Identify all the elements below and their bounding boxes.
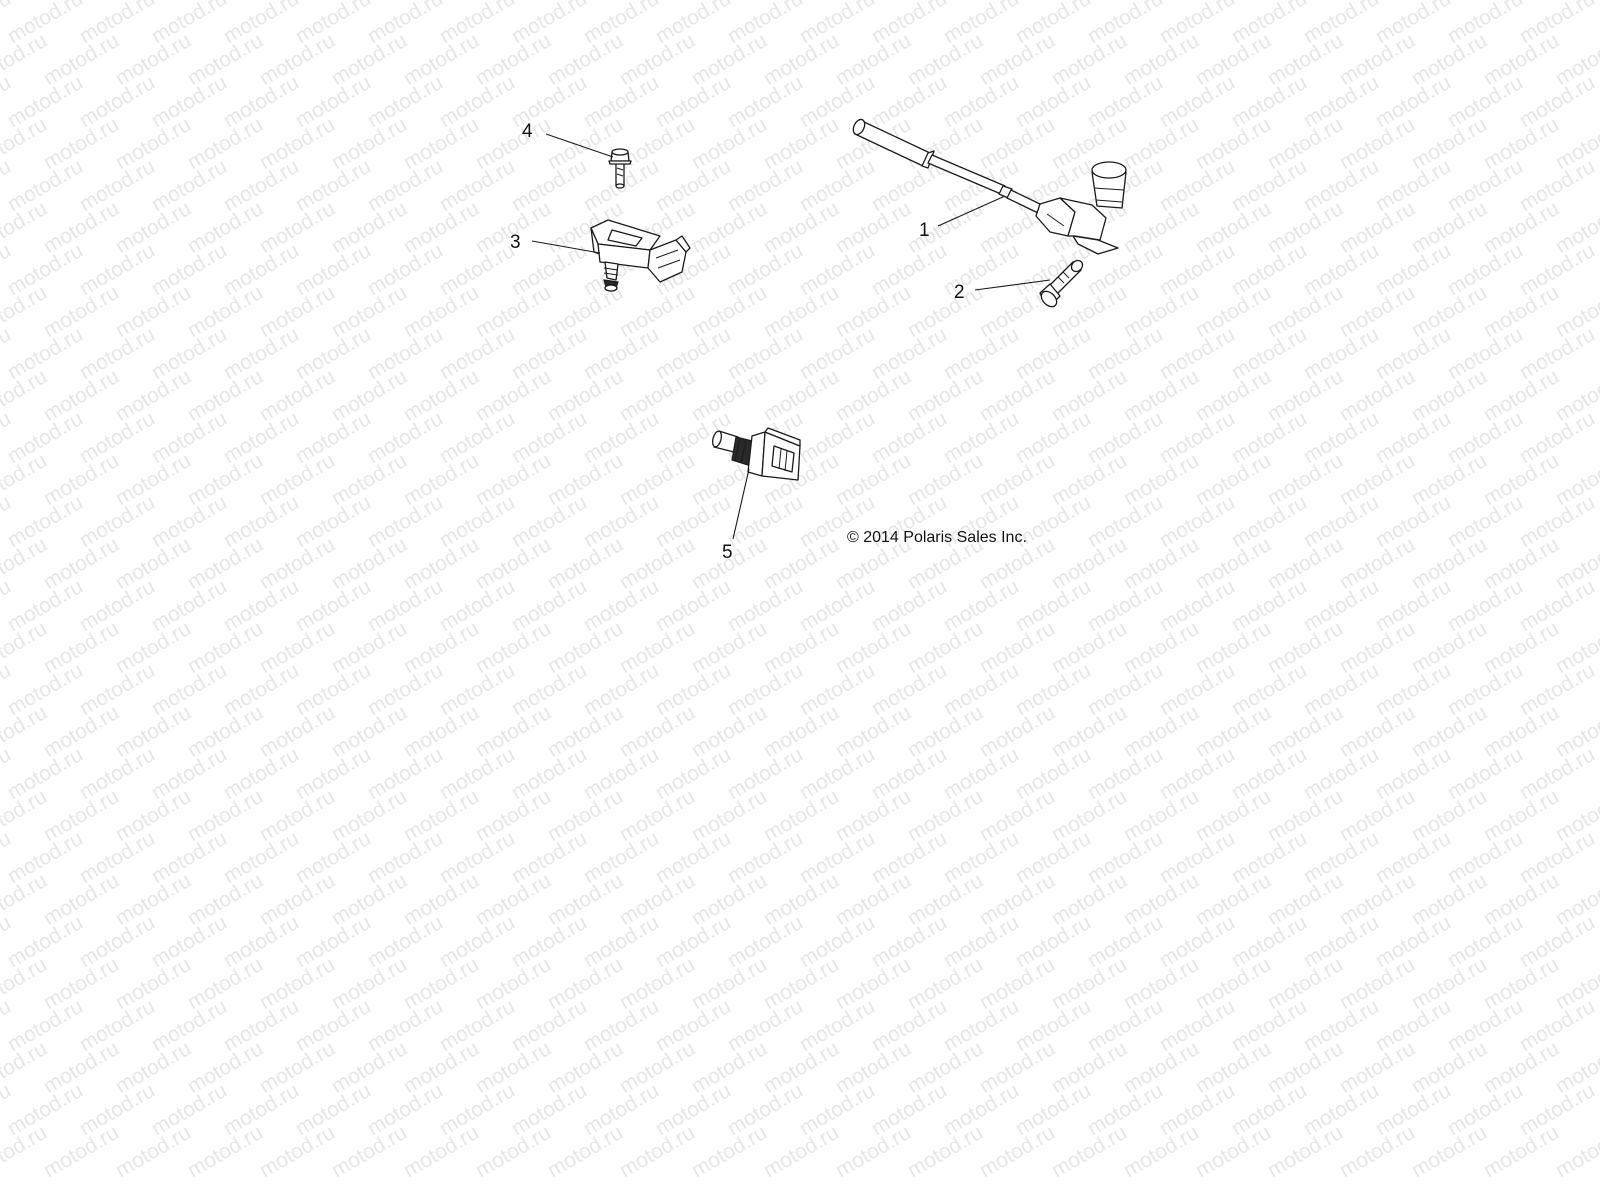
callout-1: 1 bbox=[919, 220, 930, 241]
part-1-speed-sensor bbox=[852, 118, 1127, 255]
callout-4: 4 bbox=[522, 121, 533, 142]
part-5-temperature-sensor bbox=[711, 427, 801, 481]
leader-line-2 bbox=[974, 279, 1051, 291]
copyright-notice: © 2014 Polaris Sales Inc. bbox=[847, 529, 1027, 546]
leader-line-4 bbox=[545, 133, 614, 158]
part-2-flange-bolt bbox=[1039, 259, 1084, 308]
leader-line-1 bbox=[937, 195, 1006, 227]
leader-line-3 bbox=[531, 240, 601, 254]
callout-3: 3 bbox=[510, 232, 521, 253]
part-3-map-sensor bbox=[590, 219, 691, 292]
callout-2: 2 bbox=[954, 282, 965, 303]
part-4-flange-bolt bbox=[608, 148, 632, 189]
leader-line-5 bbox=[732, 468, 750, 540]
callout-5: 5 bbox=[722, 542, 733, 563]
